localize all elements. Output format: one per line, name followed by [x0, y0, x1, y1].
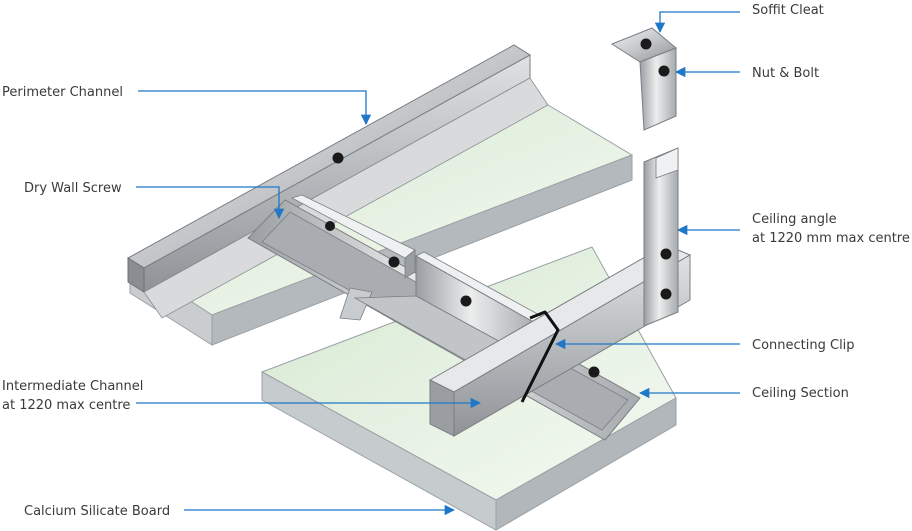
- perimeter-channel: [127, 44, 549, 319]
- ceiling-section-bolt-icon: [325, 221, 335, 231]
- perimeter-channel-bolt-icon: [332, 152, 344, 164]
- leader-soffit-cleat: [654, 11, 740, 34]
- soffit-cleat-bolt-icon: [640, 38, 652, 50]
- intermediate-channel-bolt-icon: [460, 295, 472, 307]
- label-intermediate-channel-line1: Intermediate Channel: [2, 379, 143, 394]
- soffit-cleat: [610, 27, 677, 131]
- connecting-clip: [520, 310, 560, 403]
- ceiling-angle-bolt-icon: [660, 288, 672, 300]
- label-intermediate-channel-line2: at 1220 max centre: [2, 398, 130, 413]
- leader-lines: [136, 11, 740, 516]
- label-ceiling-section: Ceiling Section: [752, 386, 849, 401]
- label-ceiling-angle-line2: at 1220 mm max centre: [752, 231, 910, 246]
- nut-bolt-icon: [658, 65, 670, 77]
- label-connecting-clip: Connecting Clip: [752, 338, 855, 353]
- label-perimeter-channel: Perimeter Channel: [2, 85, 123, 100]
- label-soffit-cleat: Soffit Cleat: [752, 3, 824, 18]
- label-dry-wall-screw: Dry Wall Screw: [24, 181, 122, 196]
- ceiling-angle-bolt-icon: [660, 248, 672, 260]
- labels: Soffit Cleat Perimeter Channel Nut & Bol…: [2, 3, 910, 519]
- label-calcium-silicate-board: Calcium Silicate Board: [24, 504, 170, 519]
- ceiling-section-bolt-icon: [588, 366, 600, 378]
- ceiling-section-bolt-icon: [388, 256, 400, 268]
- label-ceiling-angle-line1: Ceiling angle: [752, 212, 837, 227]
- label-nut-bolt: Nut & Bolt: [752, 66, 819, 81]
- ceiling-angle: [428, 147, 692, 437]
- leader-dry-wall-screw: [136, 186, 285, 220]
- leader-perimeter-channel: [138, 90, 372, 126]
